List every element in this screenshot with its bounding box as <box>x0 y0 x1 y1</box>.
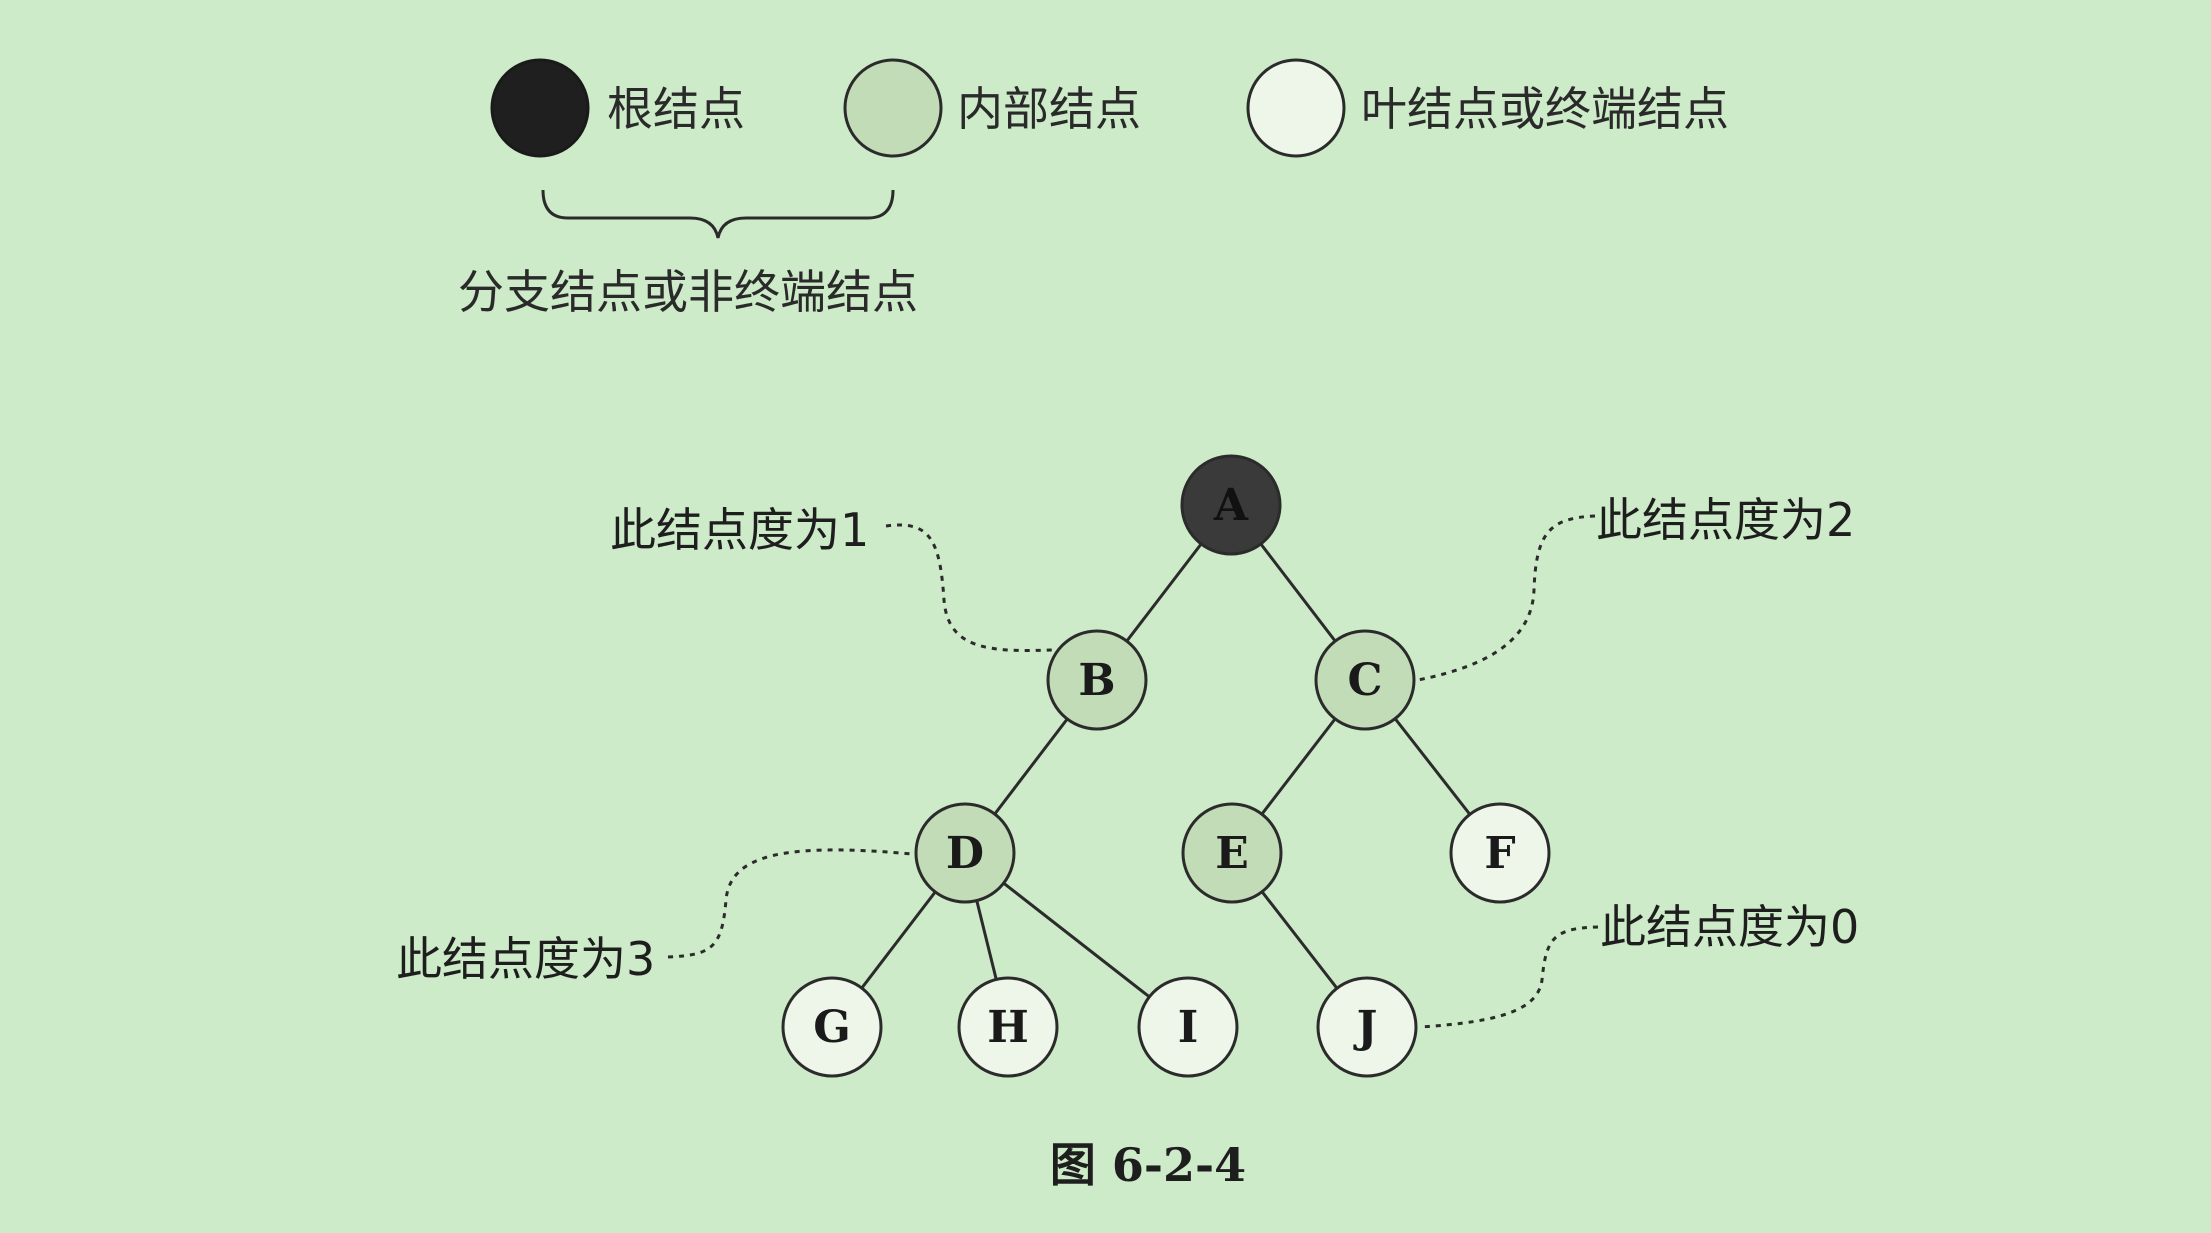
node-label-B: B <box>1078 655 1115 706</box>
node-circle-G <box>781 976 883 1078</box>
legend-internal-label: 内部结点 <box>957 82 1141 136</box>
node-H: H <box>957 976 1059 1078</box>
node-I: I <box>1137 976 1239 1078</box>
legend-internal-circle <box>843 58 943 158</box>
legend-root-label: 根结点 <box>607 82 745 136</box>
node-C: C <box>1314 629 1416 731</box>
node-label-A: A <box>1213 480 1249 531</box>
node-circle-B <box>1046 629 1148 731</box>
node-circle-A <box>1180 454 1282 556</box>
legend: 根结点 内部结点 叶结点或终端结点 分支结点或非终端结点 <box>458 58 1729 319</box>
node-circle-E <box>1181 802 1283 904</box>
node-E: E <box>1181 802 1283 904</box>
tree-nodes: A B C D E F G H I J <box>781 454 1551 1078</box>
node-circle-J <box>1316 976 1418 1078</box>
legend-root-circle <box>490 58 590 158</box>
node-circle-C <box>1314 629 1416 731</box>
node-circle-I <box>1137 976 1239 1078</box>
node-F: F <box>1449 802 1551 904</box>
node-circle-F <box>1449 802 1551 904</box>
legend-leaf-circle <box>1246 58 1346 158</box>
node-label-J: J <box>1353 1002 1378 1053</box>
leader-degree1 <box>885 523 1053 652</box>
annotation-leaders <box>667 514 1599 1029</box>
legend-brace <box>541 189 895 239</box>
node-label-F: F <box>1484 828 1515 879</box>
tree-edges <box>830 504 1502 1029</box>
node-D: D <box>914 802 1016 904</box>
leader-degree0 <box>1419 925 1599 1029</box>
node-circle-H <box>957 976 1059 1078</box>
legend-branch-label: 分支结点或非终端结点 <box>458 265 918 319</box>
node-label-G: G <box>813 1002 851 1053</box>
legend-leaf-label: 叶结点或终端结点 <box>1361 82 1729 136</box>
node-G: G <box>781 976 883 1078</box>
annotation-degree2: 此结点度为2 <box>1596 493 1855 547</box>
node-label-I: I <box>1178 1002 1199 1053</box>
node-J: J <box>1316 976 1418 1078</box>
annotation-degree3: 此结点度为3 <box>396 932 655 986</box>
annotation-degree1: 此结点度为1 <box>610 503 869 557</box>
node-B: B <box>1046 629 1148 731</box>
figure-caption: 图 6-2-4 <box>1050 1138 1246 1192</box>
node-label-H: H <box>987 1002 1029 1053</box>
annotation-degree0: 此结点度为0 <box>1600 900 1859 954</box>
annotations: 此结点度为1 此结点度为2 此结点度为3 此结点度为0 <box>396 493 1859 986</box>
leader-degree3 <box>667 848 913 959</box>
node-circle-D <box>914 802 1016 904</box>
node-label-D: D <box>946 828 984 879</box>
node-label-C: C <box>1347 655 1382 706</box>
node-A: A <box>1180 454 1282 556</box>
leader-degree2 <box>1417 514 1596 682</box>
node-label-E: E <box>1215 828 1249 879</box>
